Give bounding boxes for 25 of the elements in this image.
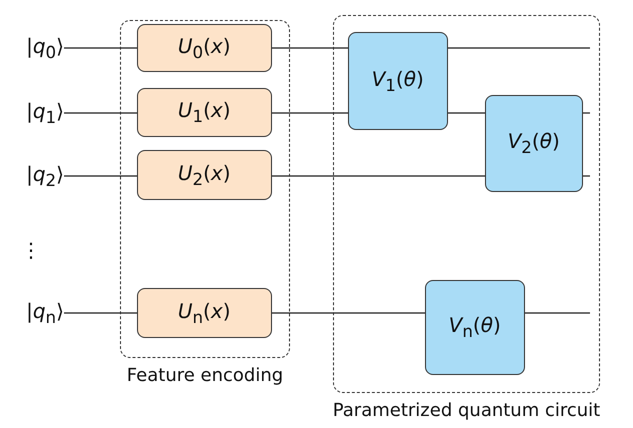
qubit-label: |q$_{n}$⟩ bbox=[26, 297, 64, 329]
wire bbox=[64, 47, 137, 49]
quantum-gate: V$_{1}$(θ) bbox=[348, 32, 448, 130]
wire bbox=[448, 112, 485, 114]
quantum-gate: U$_{2}$(x) bbox=[136, 150, 272, 200]
quantum-gate: U$_{0}$(x) bbox=[136, 24, 272, 72]
wire bbox=[448, 47, 590, 49]
qubit-label: |q$_{0}$⟩ bbox=[26, 32, 64, 64]
vertical-ellipsis: ⋮ bbox=[24, 237, 38, 264]
wire bbox=[64, 112, 137, 114]
wire bbox=[272, 175, 485, 177]
qubit-label: |q$_{2}$⟩ bbox=[26, 160, 64, 192]
wire bbox=[272, 112, 348, 114]
wire bbox=[525, 312, 590, 314]
qubit-label: |q$_{1}$⟩ bbox=[26, 97, 64, 129]
group-label: Parametrized quantum circuit bbox=[332, 400, 600, 421]
wire bbox=[272, 312, 425, 314]
quantum-gate: U$_{1}$(x) bbox=[136, 88, 272, 137]
wire bbox=[272, 47, 348, 49]
quantum-gate: U$_{n}$(x) bbox=[136, 288, 272, 338]
quantum-gate: V$_{2}$(θ) bbox=[484, 94, 583, 192]
group-label: Feature encoding bbox=[126, 365, 284, 386]
quantum-gate: V$_{n}$(θ) bbox=[424, 280, 525, 375]
wire bbox=[64, 312, 137, 314]
wire bbox=[64, 175, 137, 177]
